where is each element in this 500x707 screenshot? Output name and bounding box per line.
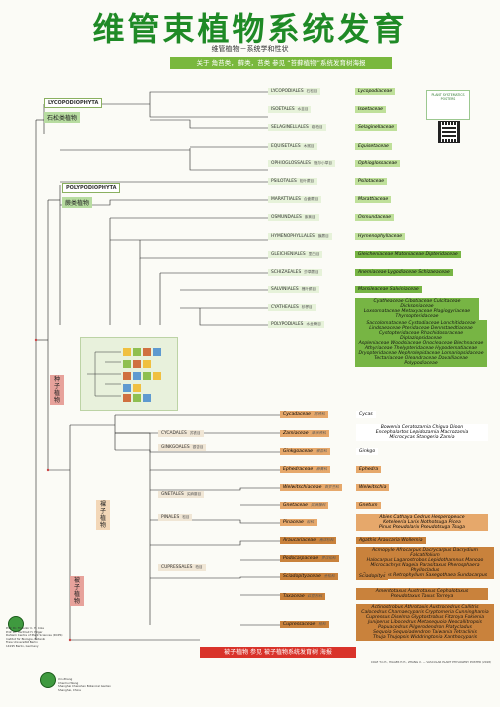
clade-polypodiophyta: POLYPODIOPHYTA [62, 183, 121, 193]
group-gymnosperms: 裸子植物 [96, 500, 110, 530]
family-label: Lycopodiaceae [355, 88, 396, 95]
family-label: Cyatheaceae Cibotiaceae Culcitaceae Dick… [355, 298, 479, 320]
inset-tree [87, 348, 161, 402]
angiosperm-reference-banner: 被子植物 参见 被子植物系统发育树 海报 [200, 647, 356, 658]
qr-code-icon [438, 121, 460, 143]
family-label: Osmundaceae [355, 214, 395, 221]
family-label: Marsileaceae Salviniaceae [355, 286, 422, 293]
character-inset-figure [80, 337, 178, 411]
family-label: Hymenophyllaceae [355, 233, 406, 240]
institution-seal-icon [8, 616, 24, 632]
family-label: Selaginellaceae [355, 124, 398, 131]
genera-list: Sciadopitys [356, 573, 389, 580]
poster-subtitle: 维管植物－系统学和性状 [211, 45, 289, 53]
clade-lycopodiophyta: LYCOPODIOPHYTA [44, 98, 103, 108]
group-angiosperms: 被子植物 [70, 576, 84, 606]
family-label: Equisetaceae [355, 143, 392, 150]
genera-list: Agathis Araucaria Wollemia [356, 537, 426, 544]
poster-title: 维管束植物系统发育 [92, 10, 408, 48]
family-label: Gleicheniaceae Matoniaceae Dipteridaceae [355, 251, 461, 258]
genera-list: Gnetum [356, 502, 381, 509]
genera-list: Cycas [356, 411, 376, 418]
genera-list: Welwitschia [356, 484, 390, 491]
group-seed-plants: 种子植物 [50, 375, 64, 405]
group-ferns: 蕨类植物 [62, 197, 93, 208]
citation-note: COLE T.C.H., HILGER H.H., ZHANG X. — VAS… [370, 660, 492, 664]
genera-list: Actinostrobus Athrotaxis Austrocedrus Ca… [356, 604, 494, 641]
family-label: Psilotaceae [355, 178, 388, 185]
botanical-garden-seal-icon [40, 672, 56, 688]
genera-list: Abies Cathaya Cedrus Hesperopeuce Ketele… [356, 514, 488, 531]
family-label: Isoetaceae [355, 106, 386, 113]
group-lycophytes: 石松类植物 [44, 112, 81, 123]
genera-list: Ginkgo [356, 448, 379, 455]
family-label: Ophioglossaceae [355, 160, 401, 167]
author-credits: Prof. Dr. Theodor C. H. Cole Prof. Dr. H… [6, 626, 63, 648]
translator-credits: Xin Zhang Chenhui Wang Shanghai Chenshan… [58, 677, 111, 692]
family-label: Saccolomataceae Cystodiaceae Lonchitidac… [355, 320, 487, 367]
genera-list: Ephedra [356, 466, 382, 473]
poster-series-logo: PLANT SYSTEMATICS POSTERS [426, 90, 470, 120]
family-label: Anemiaceae Lygodiaceae Schizaeaceae [355, 269, 453, 276]
genera-list: Bowenia Ceratozamia Chigua Dioon Encepha… [356, 424, 488, 441]
bryophyte-reference-banner: 关于 角苔类，藓类，苔类 参见 “苔藓植物”系统发育树海报 [170, 57, 392, 69]
family-label: Marattiaceae [355, 196, 392, 203]
genera-list: Amentotaxus Austrotaxus Cephalotaxus Pse… [356, 588, 488, 600]
